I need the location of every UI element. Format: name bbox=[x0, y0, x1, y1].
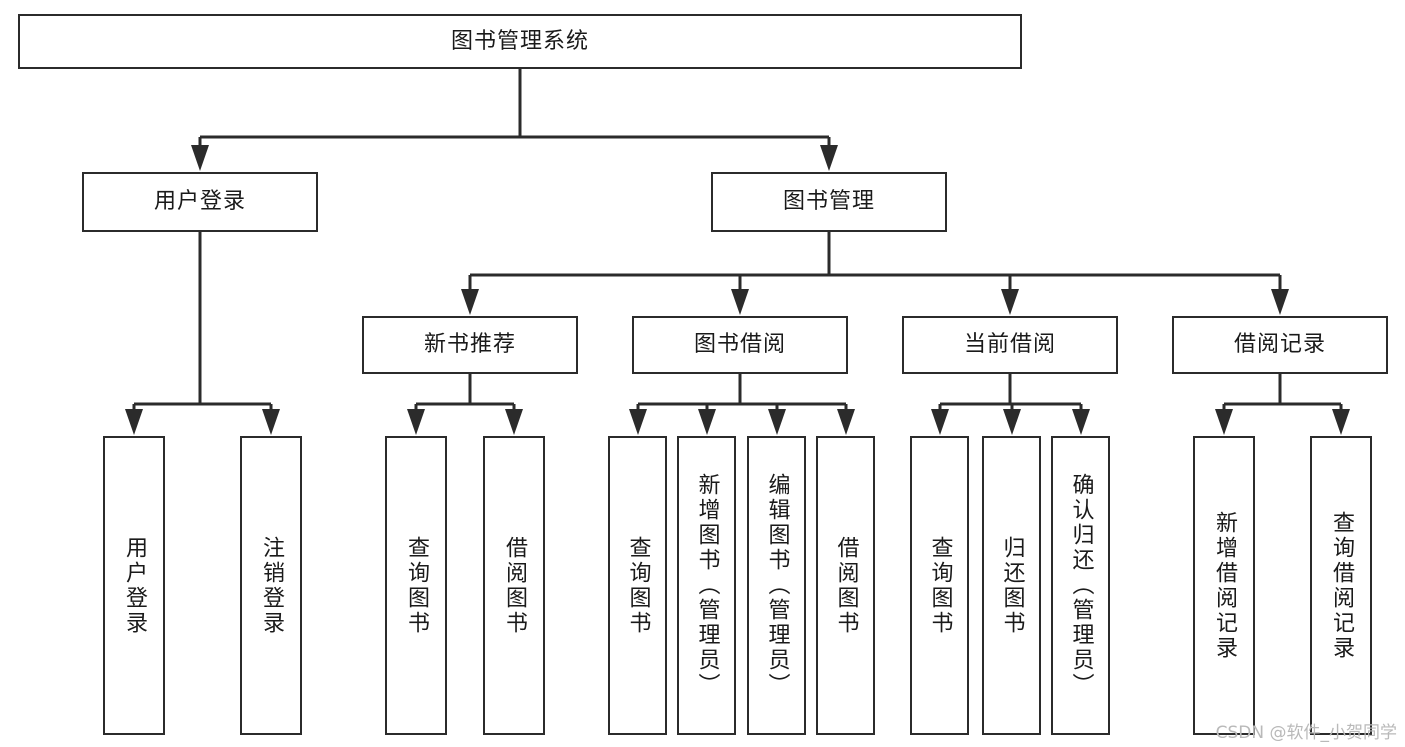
node-box-user-login[interactable]: 用户登录 bbox=[82, 172, 318, 232]
node-label-leaf-confirm-return-admin: 确认归还（管理员） bbox=[1068, 473, 1094, 698]
arrow-head-book-borrow bbox=[731, 289, 749, 315]
node-box-leaf-return-book[interactable]: 归还图书 bbox=[982, 436, 1041, 735]
arrow-head-leaf-add-book-admin bbox=[698, 409, 716, 435]
node-box-leaf-borrow-book-2[interactable]: 借阅图书 bbox=[816, 436, 875, 735]
node-box-book-borrow[interactable]: 图书借阅 bbox=[632, 316, 848, 374]
node-label-current-borrow: 当前借阅 bbox=[963, 332, 1056, 358]
node-label-leaf-query-book-2: 查询图书 bbox=[625, 535, 651, 636]
node-box-leaf-add-borrow-record[interactable]: 新增借阅记录 bbox=[1193, 436, 1255, 735]
node-label-root: 图书管理系统 bbox=[450, 28, 589, 54]
arrow-head-book-manage bbox=[820, 145, 838, 171]
arrow-head-leaf-confirm-return-admin bbox=[1072, 409, 1090, 435]
node-box-leaf-query-borrow-record[interactable]: 查询借阅记录 bbox=[1310, 436, 1372, 735]
node-box-current-borrow[interactable]: 当前借阅 bbox=[902, 316, 1118, 374]
arrow-head-user-login bbox=[191, 145, 209, 171]
node-label-leaf-borrow-book-1: 借阅图书 bbox=[501, 535, 527, 636]
node-label-book-borrow: 图书借阅 bbox=[693, 332, 786, 358]
node-box-leaf-logout-login[interactable]: 注销登录 bbox=[240, 436, 302, 735]
node-box-leaf-query-book-1[interactable]: 查询图书 bbox=[385, 436, 447, 735]
node-label-leaf-return-book: 归还图书 bbox=[999, 535, 1025, 636]
arrow-head-leaf-borrow-book-1 bbox=[505, 409, 523, 435]
watermark-label: CSDN @软件_小贺同学 bbox=[1215, 723, 1397, 743]
node-box-leaf-confirm-return-admin[interactable]: 确认归还（管理员） bbox=[1051, 436, 1110, 735]
node-label-book-manage: 图书管理 bbox=[782, 189, 875, 215]
node-label-leaf-query-book-1: 查询图书 bbox=[403, 535, 429, 636]
node-label-borrow-record: 借阅记录 bbox=[1233, 332, 1326, 358]
node-box-book-manage[interactable]: 图书管理 bbox=[711, 172, 947, 232]
arrow-head-current-borrow bbox=[1001, 289, 1019, 315]
node-box-borrow-record[interactable]: 借阅记录 bbox=[1172, 316, 1388, 374]
node-box-leaf-query-book-3[interactable]: 查询图书 bbox=[910, 436, 969, 735]
arrow-head-leaf-query-book-1 bbox=[407, 409, 425, 435]
node-box-leaf-add-book-admin[interactable]: 新增图书（管理员） bbox=[677, 436, 736, 735]
node-box-leaf-query-book-2[interactable]: 查询图书 bbox=[608, 436, 667, 735]
arrow-head-leaf-add-borrow-record bbox=[1215, 409, 1233, 435]
node-box-leaf-user-login[interactable]: 用户登录 bbox=[103, 436, 165, 735]
arrow-head-leaf-borrow-book-2 bbox=[837, 409, 855, 435]
arrow-head-leaf-query-book-2 bbox=[629, 409, 647, 435]
node-box-leaf-edit-book-admin[interactable]: 编辑图书（管理员） bbox=[747, 436, 806, 735]
node-label-leaf-user-login: 用户登录 bbox=[121, 535, 147, 636]
node-label-leaf-add-borrow-record: 新增借阅记录 bbox=[1211, 510, 1237, 661]
node-label-leaf-query-book-3: 查询图书 bbox=[927, 535, 953, 636]
arrow-head-new-book-recommend bbox=[461, 289, 479, 315]
node-label-leaf-add-book-admin: 新增图书（管理员） bbox=[694, 473, 720, 698]
node-label-new-book-recommend: 新书推荐 bbox=[423, 332, 516, 358]
arrow-head-leaf-query-book-3 bbox=[931, 409, 949, 435]
node-label-leaf-query-borrow-record: 查询借阅记录 bbox=[1328, 510, 1354, 661]
node-label-leaf-edit-book-admin: 编辑图书（管理员） bbox=[764, 473, 790, 698]
node-box-leaf-borrow-book-1[interactable]: 借阅图书 bbox=[483, 436, 545, 735]
arrow-head-leaf-query-borrow-record bbox=[1332, 409, 1350, 435]
node-label-leaf-borrow-book-2: 借阅图书 bbox=[833, 535, 859, 636]
arrow-head-leaf-edit-book-admin bbox=[768, 409, 786, 435]
node-box-new-book-recommend[interactable]: 新书推荐 bbox=[362, 316, 578, 374]
node-box-root[interactable]: 图书管理系统 bbox=[18, 14, 1022, 69]
arrow-head-borrow-record bbox=[1271, 289, 1289, 315]
arrow-head-leaf-return-book bbox=[1003, 409, 1021, 435]
arrow-head-leaf-user-login bbox=[125, 409, 143, 435]
node-label-leaf-logout-login: 注销登录 bbox=[258, 535, 284, 636]
node-label-user-login: 用户登录 bbox=[153, 189, 246, 215]
arrow-head-leaf-logout-login bbox=[262, 409, 280, 435]
